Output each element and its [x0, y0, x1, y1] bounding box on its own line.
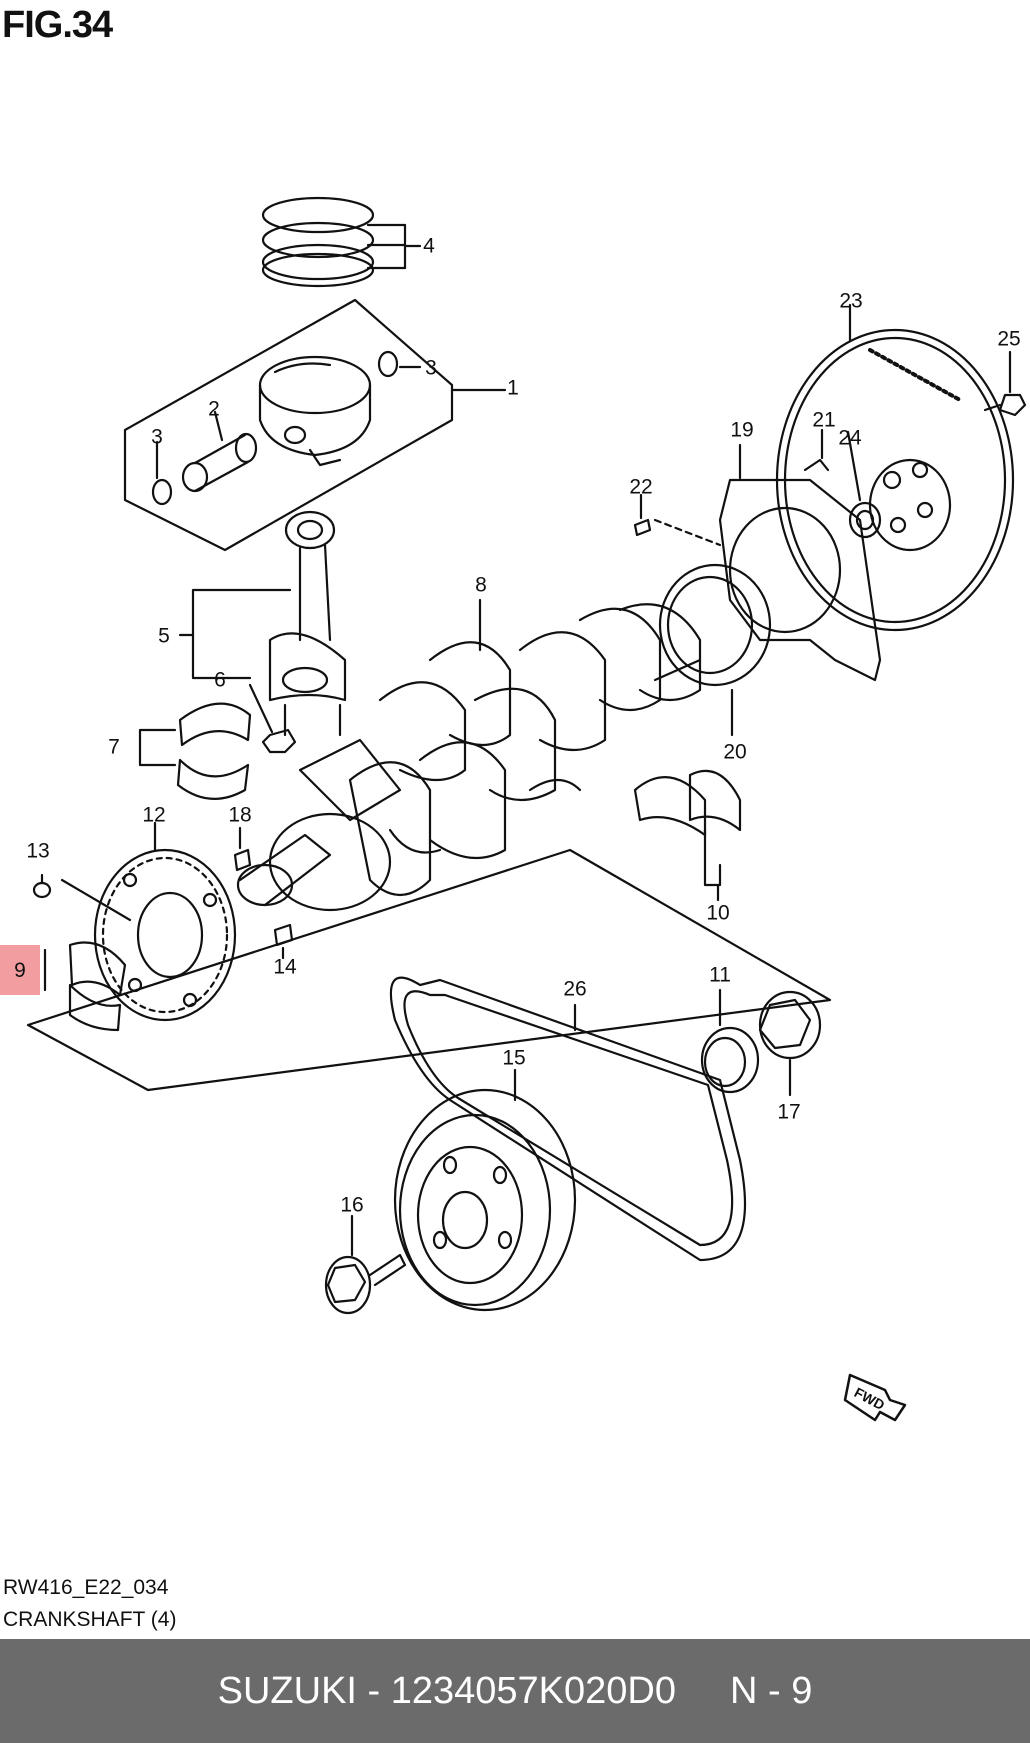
- piston-group-frame: [123, 298, 454, 552]
- rod-bearing: [138, 702, 252, 800]
- rod-nut: [248, 683, 297, 754]
- oil-seal-housing: [718, 443, 882, 682]
- callout-1[interactable]: 1: [507, 376, 519, 400]
- rear-oil-seal: [658, 563, 772, 737]
- callout-7[interactable]: 7: [108, 735, 120, 759]
- callout-14[interactable]: 14: [273, 955, 297, 979]
- callout-10[interactable]: 10: [706, 901, 730, 925]
- callout-16[interactable]: 16: [340, 1193, 364, 1217]
- dowel-pin: [633, 518, 652, 537]
- figure-code: RW416_E22_034: [3, 1576, 169, 1599]
- crank-plate: [803, 428, 882, 539]
- flywheel-bolt: [983, 350, 1027, 417]
- piston: [258, 355, 372, 467]
- callout-23[interactable]: 23: [839, 289, 863, 313]
- callout-19[interactable]: 19: [730, 418, 754, 442]
- callout-3-right[interactable]: 3: [425, 356, 437, 380]
- figure-name: CRANKSHAFT (4): [3, 1608, 177, 1631]
- callout-6[interactable]: 6: [214, 668, 226, 692]
- woodruff-key: [273, 923, 294, 947]
- callout-3-left[interactable]: 3: [151, 425, 163, 449]
- callout-25[interactable]: 25: [997, 327, 1021, 351]
- drive-belt: [389, 976, 747, 1262]
- callout-18[interactable]: 18: [228, 803, 252, 827]
- crankshaft-exploded-diagram: FWD: [26, 196, 1027, 1422]
- piston-rings: [261, 196, 422, 288]
- sprocket-bolt: [32, 873, 132, 922]
- callout-20[interactable]: 20: [723, 740, 747, 764]
- callout-21[interactable]: 21: [812, 408, 836, 432]
- footer-bar: SUZUKI - 1234057K020D0 N - 9: [0, 1639, 1030, 1743]
- callout-26[interactable]: 26: [563, 977, 587, 1001]
- circlip-right: [377, 350, 399, 378]
- callout-12[interactable]: 12: [142, 803, 166, 827]
- crank-gear: [758, 990, 822, 1097]
- callout-4[interactable]: 4: [423, 234, 435, 258]
- crank-pulley: [393, 1068, 577, 1312]
- callout-15[interactable]: 15: [502, 1046, 526, 1070]
- callout-11[interactable]: 11: [709, 963, 731, 987]
- footer-part-number: SUZUKI - 1234057K020D0: [217, 1669, 676, 1712]
- thrust-bearing: [43, 941, 127, 1032]
- timing-sprocket: [93, 821, 237, 1022]
- figure-label: FIG.34: [2, 4, 113, 46]
- callout-17[interactable]: 17: [777, 1100, 801, 1124]
- front-oil-seal: [700, 988, 760, 1094]
- callout-22[interactable]: 22: [629, 475, 653, 499]
- connecting-rod: [268, 510, 347, 737]
- main-bearing: [633, 769, 742, 902]
- fwd-arrow-icon: FWD: [843, 1373, 907, 1422]
- circlip-left: [151, 478, 173, 506]
- callout-8[interactable]: 8: [475, 573, 487, 597]
- callout-13[interactable]: 13: [26, 839, 50, 863]
- callout-24[interactable]: 24: [838, 426, 862, 450]
- callout-5[interactable]: 5: [158, 624, 170, 648]
- crank-key: [233, 848, 252, 872]
- sprocket-group-frame: [26, 848, 832, 1092]
- crankshaft: [236, 598, 702, 912]
- callout-9[interactable]: 9: [0, 945, 40, 995]
- piston-pin: [181, 410, 258, 493]
- flywheel: [775, 303, 1015, 632]
- footer-position: N - 9: [730, 1669, 813, 1712]
- callout-2[interactable]: 2: [208, 397, 220, 421]
- pulley-bolt: [324, 1214, 407, 1315]
